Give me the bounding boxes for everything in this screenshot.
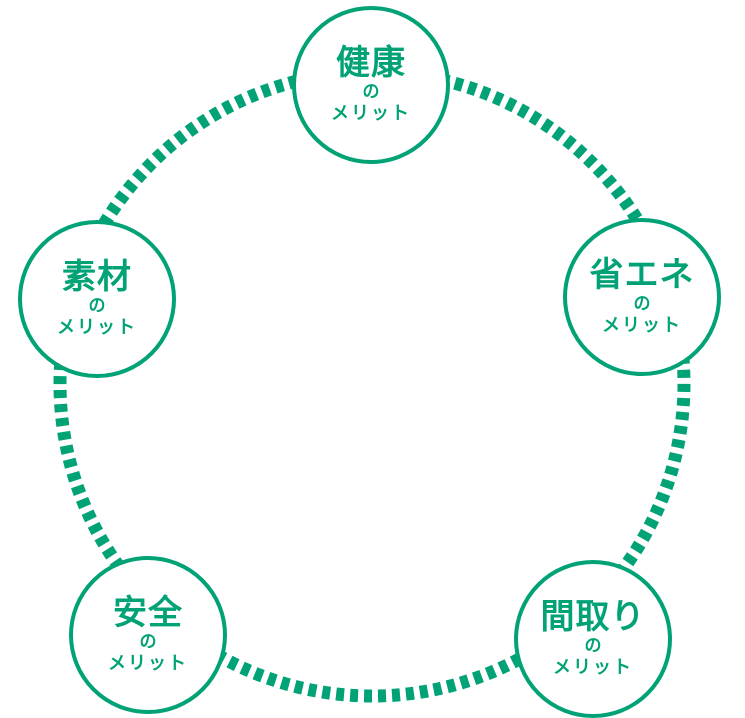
- node-particle: の: [633, 294, 651, 314]
- node-material: 素材 の メリット: [18, 220, 176, 378]
- node-health: 健康 の メリット: [292, 6, 450, 164]
- node-title: 健康: [336, 43, 406, 83]
- node-particle: の: [139, 632, 157, 652]
- node-title: 素材: [62, 257, 132, 297]
- node-benefit-label: メリット: [57, 317, 137, 338]
- node-energy-saving: 省エネ の メリット: [563, 218, 721, 376]
- node-benefit-label: メリット: [331, 103, 411, 124]
- node-title: 安全: [113, 593, 183, 633]
- node-benefit-label: メリット: [553, 657, 633, 678]
- node-particle: の: [584, 636, 602, 656]
- node-floor-plan: 間取り の メリット: [514, 560, 672, 718]
- node-benefit-label: メリット: [108, 653, 188, 674]
- node-title: 間取り: [540, 597, 646, 637]
- node-benefit-label: メリット: [602, 315, 682, 336]
- node-particle: の: [362, 82, 380, 102]
- node-title: 省エネ: [589, 255, 695, 295]
- dashed-ring: [53, 65, 691, 703]
- node-safety: 安全 の メリット: [69, 556, 227, 714]
- node-particle: の: [88, 296, 106, 316]
